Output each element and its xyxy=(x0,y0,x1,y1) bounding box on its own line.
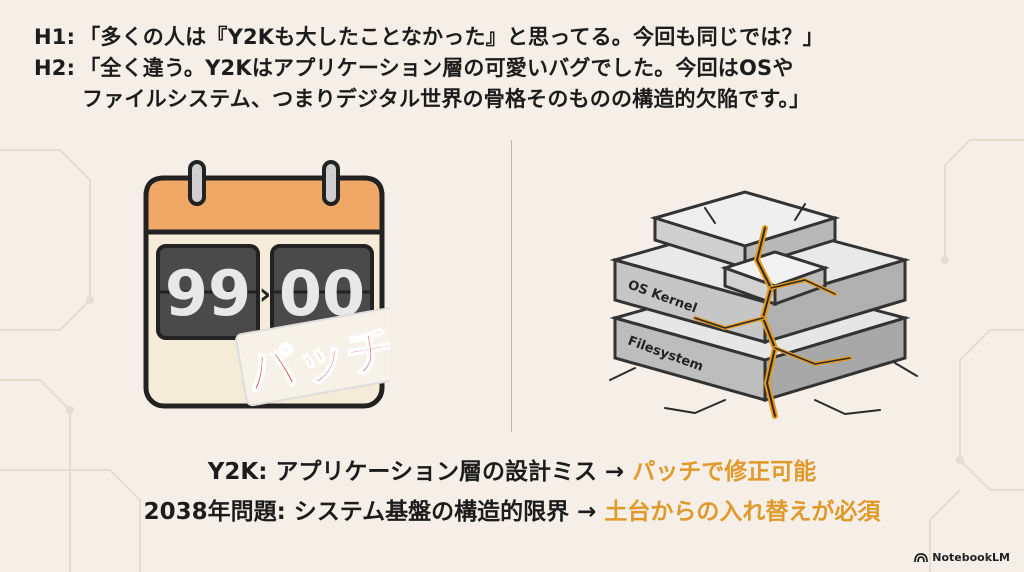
notebooklm-logo-icon xyxy=(914,552,929,562)
summary-y2038-result: 土台からの入れ替えが必須 xyxy=(604,499,881,525)
dialogue-h2-continuation: ファイルシステム、つまりデジタル世界の骨格そのものの構造的欠陥です。」 xyxy=(34,84,994,115)
summary-y2038: 2038年問題: システム基盤の構造的限界 → 土台からの入れ替えが必須 xyxy=(0,492,1024,532)
speaker-h2-label: H2: xyxy=(34,56,76,80)
calendar-icon: 99 00 › パッチ xyxy=(143,160,390,409)
dialogue-block: H1:「多くの人は『Y2Kも大したことなかった』と思ってる。今回も同じでは？」 … xyxy=(34,22,994,115)
notebooklm-branding: NotebookLM xyxy=(914,551,1010,564)
dialogue-h1: H1:「多くの人は『Y2Kも大したことなかった』と思ってる。今回も同じでは？」 xyxy=(34,22,994,53)
speaker-h1-label: H1: xyxy=(34,25,76,49)
summary-y2038-prefix: 2038年問題: システム基盤の構造的限界 → xyxy=(143,499,605,525)
center-divider xyxy=(511,140,512,432)
branding-label: NotebookLM xyxy=(932,551,1010,564)
calendar-arrow: › xyxy=(259,277,271,312)
summary-y2k: Y2K: アプリケーション層の設計ミス → パッチで修正可能 xyxy=(0,452,1024,492)
speaker-h1-text: 「多くの人は『Y2Kも大したことなかった』と思ってる。今回も同じでは？」 xyxy=(79,25,824,49)
cracked-system-stack-icon: OS Kernel Filesystem xyxy=(609,190,918,419)
summary-y2k-prefix: Y2K: アプリケーション層の設計ミス → xyxy=(207,459,633,485)
speaker-h2-text-line2: ファイルシステム、つまりデジタル世界の骨格そのものの構造的欠陥です。」 xyxy=(82,87,811,111)
calendar-old-digits: 99 xyxy=(165,257,251,330)
dialogue-h2: H2:「全く違う。Y2Kはアプリケーション層の可愛いバグでした。今回はOSや xyxy=(34,53,994,84)
summary-block: Y2K: アプリケーション層の設計ミス → パッチで修正可能 2038年問題: … xyxy=(0,452,1024,532)
summary-y2k-result: パッチで修正可能 xyxy=(632,459,817,485)
speaker-h2-text-line1: 「全く違う。Y2Kはアプリケーション層の可愛いバグでした。今回はOSや xyxy=(79,56,794,80)
